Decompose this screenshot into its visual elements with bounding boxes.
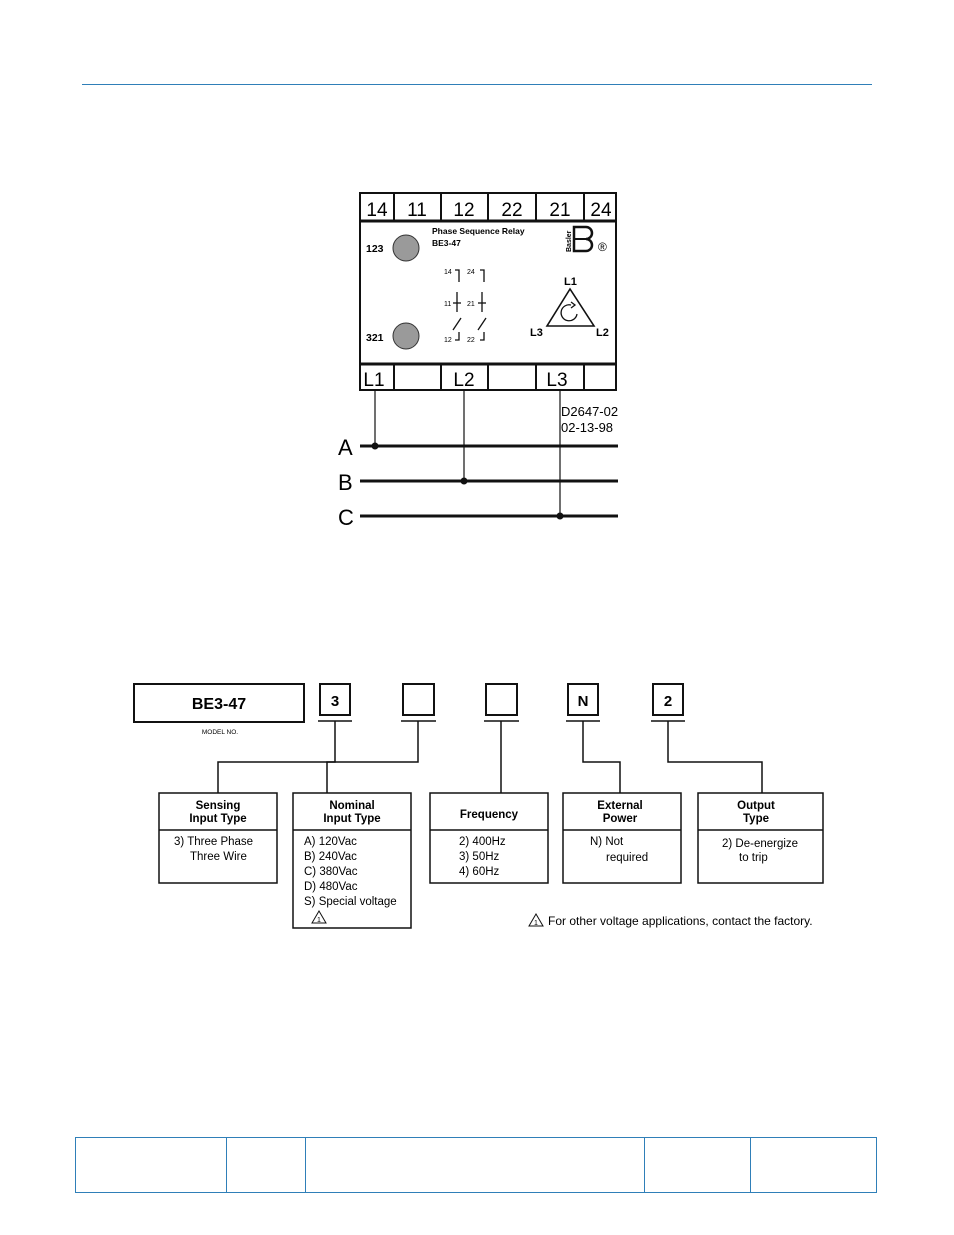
footnote-warning-icon: 1 [528,913,544,927]
contact-label-22: 22 [467,337,475,344]
category-option: 2) De-energize [722,838,798,850]
rotation-triangle: L1 L3 L2 [530,276,609,339]
contact-label-24: 24 [467,269,475,276]
phase-label-a: A [338,435,353,460]
model-box [133,683,305,723]
contact-schematic [452,269,487,341]
leader-lines [217,720,763,793]
junction-dot [460,477,468,485]
phase-label-b: B [338,470,353,495]
rotation-arrow-icon [560,304,578,322]
led-321-indicator [392,322,420,350]
model-number: BE3-47 [192,696,246,713]
rotation-label-l3: L3 [530,327,543,339]
category-box-sensing [158,792,278,884]
terminal-24: 24 [590,200,612,221]
relay-body [359,192,617,391]
model-caption: MODEL NO. [202,729,238,736]
led-123-label: 123 [366,243,384,255]
category-option: 3) Three Phase [174,836,253,848]
drawing-id: D2647-02 [561,404,618,419]
svg-text:1: 1 [317,917,321,924]
terminal-21: 21 [549,200,570,221]
category-title: Power [603,813,638,825]
contact-label-21: 21 [467,301,475,308]
footer-cell [751,1138,876,1192]
category-option: required [606,852,648,864]
category-title: Frequency [460,809,519,821]
led-123-indicator [392,234,420,262]
drawing-date: 02-13-98 [561,420,613,435]
contact-label-14: 14 [444,269,452,276]
category-box-frequency [429,792,549,884]
digit-value-output: 2 [664,693,672,710]
terminal-22: 22 [501,200,522,221]
terminal-l2: L2 [453,370,474,391]
svg-text:Basler: Basler [566,230,573,252]
basler-logo: Basler ® [566,225,607,254]
footer-cell [227,1138,306,1192]
terminal-12: 12 [453,200,474,221]
category-title: Input Type [323,813,380,825]
category-option: S) Special voltage [304,896,397,908]
terminal-l3: L3 [546,370,567,391]
terminal-11: 11 [407,200,427,221]
rotation-label-l2: L2 [596,327,609,339]
product-name: Phase Sequence Relay [432,226,525,236]
category-option: D) 480Vac [304,881,358,893]
category-box-power [562,792,682,884]
category-title: Output [737,800,775,812]
digit-box-sensing [319,683,351,716]
led-321-label: 321 [366,332,384,344]
style-chart: BE3-47 MODEL NO. 3 N 2 Sensing Input Typ… [133,683,824,929]
digit-value-sensing: 3 [331,693,339,710]
header-rule [82,84,872,85]
footer-cell [645,1138,751,1192]
terminal-l1: L1 [363,370,384,391]
phase-label-c: C [338,505,354,530]
category-option: C) 380Vac [304,866,358,878]
category-title: Type [743,813,769,825]
rotation-label-l1: L1 [564,276,577,288]
category-title: Sensing [196,800,241,812]
category-option: A) 120Vac [304,836,357,848]
footer-cell [76,1138,227,1192]
category-title: External [597,800,642,812]
junction-dot [556,512,564,520]
category-option: Three Wire [190,851,247,863]
logo-b-shape [572,225,594,253]
contact-label-12: 12 [444,337,452,344]
category-box-nominal [292,792,412,929]
terminal-14: 14 [366,200,388,221]
category-title: Nominal [329,800,374,812]
junction-dot [371,442,379,450]
digit-box-output [652,683,684,716]
warning-icon: 1 [311,910,327,924]
category-option: 4) 60Hz [459,866,500,878]
category-box-output [697,792,824,884]
footnote-text: For other voltage applications, contact … [548,914,813,928]
category-option: 2) 400Hz [459,836,506,848]
category-option: B) 240Vac [304,851,357,863]
category-option: to trip [739,852,768,864]
digit-box-frequency [485,683,518,716]
footer-cell [306,1138,645,1192]
category-option: 3) 50Hz [459,851,500,863]
digit-box-nominal [402,683,435,716]
digit-value-power: N [578,693,589,710]
relay-diagram: 14 11 12 22 21 24 L1 L2 L3 123 321 Phase… [338,192,618,530]
registered-mark: ® [598,240,607,254]
contact-label-11: 11 [444,301,451,308]
digit-box-power [567,683,599,716]
product-model: BE3-47 [432,238,461,248]
footer-table [75,1137,877,1193]
svg-text:1: 1 [534,920,538,927]
category-option: N) Not [590,836,624,848]
category-title: Input Type [189,813,246,825]
